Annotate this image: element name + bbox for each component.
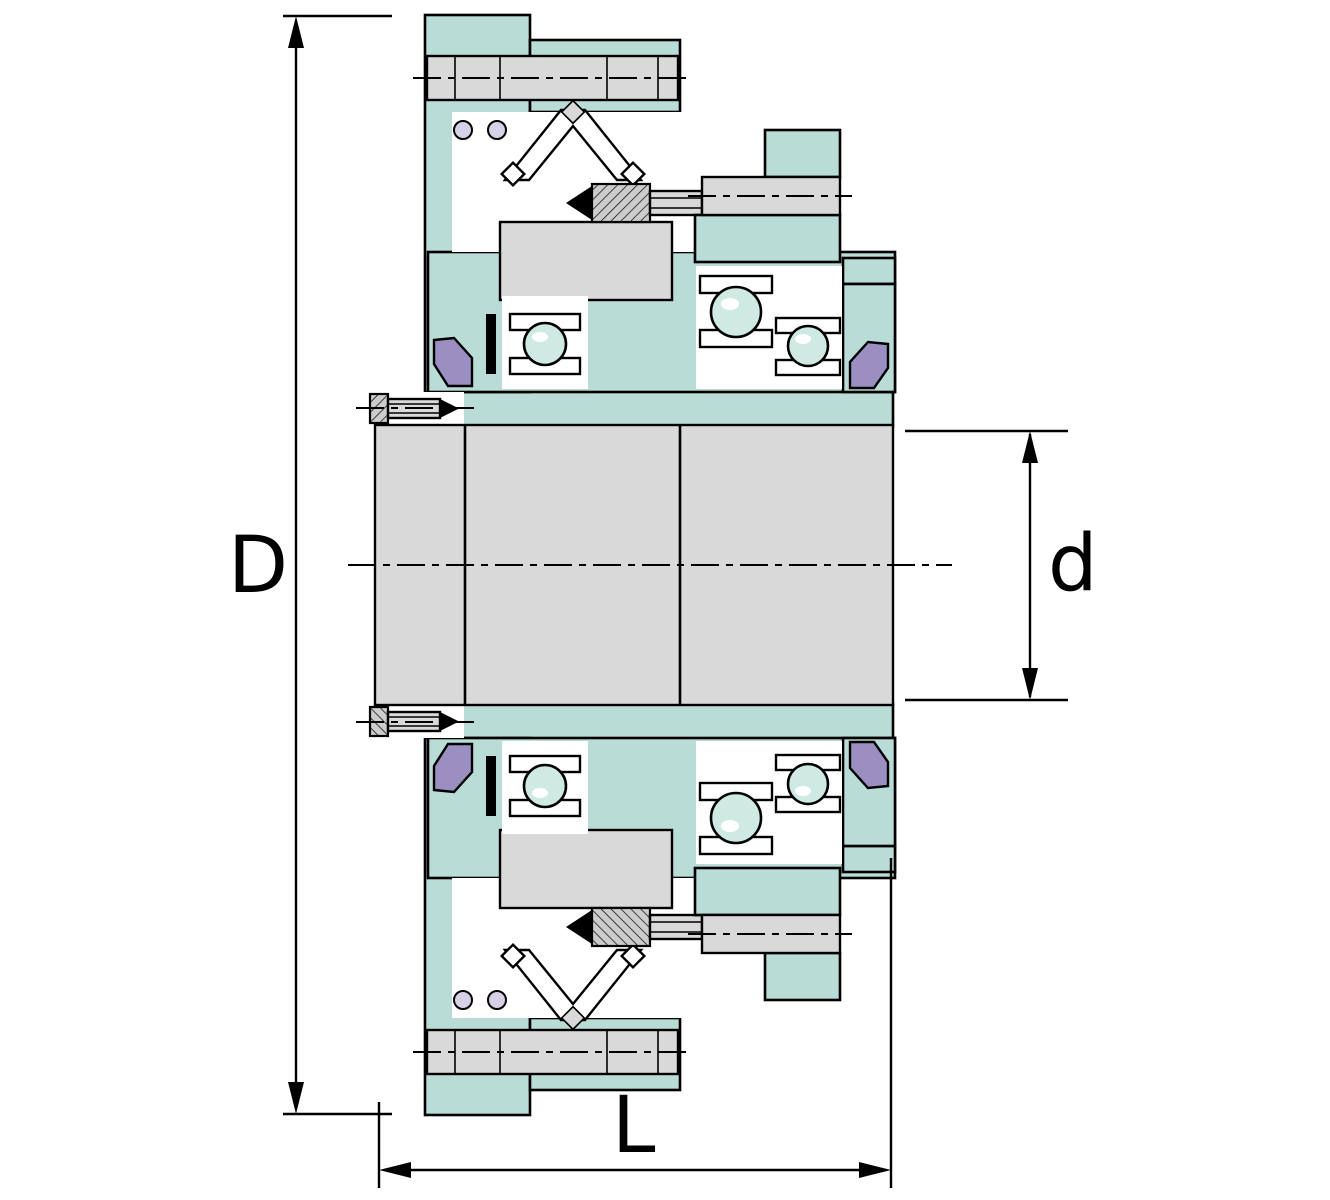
screw-head <box>590 182 652 224</box>
adapter-sleeve <box>436 388 895 428</box>
v-ring-seal <box>848 340 890 390</box>
arrowhead-up-icon <box>1022 431 1038 463</box>
sprag-clutch-element <box>499 99 647 188</box>
arrowhead-left-icon <box>379 1162 411 1178</box>
o-ring <box>453 120 473 140</box>
dimension-L: L <box>377 858 893 1188</box>
screw-tip <box>440 399 459 418</box>
arrowhead-down-icon <box>288 1082 304 1114</box>
ball-bearing <box>508 312 582 376</box>
arrowhead-up-icon <box>288 16 304 48</box>
dimension-d: d <box>905 429 1098 702</box>
dimension-label-L: L <box>612 1081 656 1171</box>
bearing-ball <box>786 324 830 368</box>
set-screw-radial <box>356 392 474 425</box>
flange-bolt-bore <box>413 54 692 102</box>
ball-bearing <box>698 274 774 349</box>
dimension-label-d: d <box>1048 519 1098 609</box>
bearing-ball <box>522 321 568 367</box>
arrowhead-down-icon <box>1022 668 1038 700</box>
bearing-ball <box>709 285 763 339</box>
right-ring-step <box>841 256 897 286</box>
dimension-label-D: D <box>228 521 288 611</box>
assembly-upper-half <box>356 13 897 428</box>
screw-tip <box>566 186 592 220</box>
o-ring <box>487 120 507 140</box>
arrowhead-right-icon <box>859 1162 891 1178</box>
locating-bar <box>486 314 496 374</box>
dimension-D: D <box>228 14 392 1116</box>
ball-bearing <box>774 316 842 377</box>
screw-shank <box>648 189 704 217</box>
inner-race-support <box>498 220 674 302</box>
assembly-lower-half <box>354 702 897 1117</box>
right-flange <box>688 128 852 264</box>
v-ring-seal <box>432 336 474 388</box>
